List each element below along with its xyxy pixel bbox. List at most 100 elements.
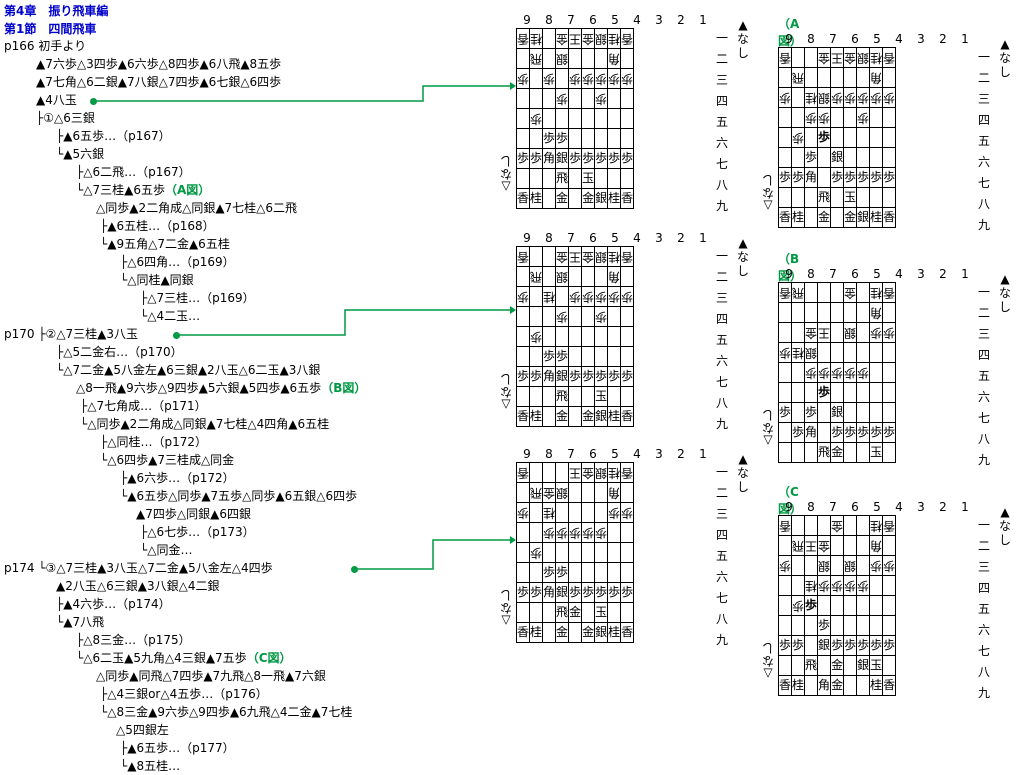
board-square: 香 [515,246,531,267]
shogi-piece: 桂 [530,409,543,423]
board-square: 桂 [607,28,622,49]
tree-line: └△同金… [140,542,192,558]
shogi-piece: 桂 [870,51,883,65]
board-square [515,266,531,287]
board-square [581,108,596,129]
rank-number: 一 [978,50,991,64]
board-square [555,542,570,563]
board-square [804,282,819,303]
board-square [555,286,570,307]
shogi-piece: 銀 [595,409,608,423]
board-square [791,382,806,403]
board-square [515,602,531,623]
board-square: 歩 [607,502,622,523]
board-square: 歩 [555,562,570,583]
shogi-piece: 金 [582,250,595,264]
shogi-piece: 銀 [595,191,608,205]
tree-move-text: └▲7八飛 [56,615,105,629]
tree-line: ├△4三銀or△4五歩…（p176） [100,686,268,702]
shogi-piece: 桂 [530,32,543,46]
diagram-ref-label: （A図） [164,183,211,197]
rank-number: 五 [978,602,991,616]
shogi-piece: 銀 [595,466,608,480]
file-number: 2 [939,500,947,514]
rank-number: 三 [978,560,991,574]
file-number: 6 [851,267,859,281]
board-square: 歩 [882,167,897,188]
file-number: 8 [545,447,553,461]
board-square: 金 [817,47,832,68]
board-square [529,128,544,149]
board-square [830,595,845,616]
shogi-piece: 角 [543,151,556,165]
board-square [607,562,622,583]
board-square: 桂 [791,207,806,228]
tree-move-text: ▲4八玉 [36,93,77,107]
shogi-piece: 金 [556,625,569,639]
shogi-piece: 歩 [818,385,831,399]
shogi-piece: 歩 [569,72,582,86]
tree-move-text: ├①△6三銀 [36,111,95,125]
board-square [620,386,635,407]
board-square: 飛 [791,67,806,88]
rank-number: 六 [978,623,991,637]
board-square [529,346,544,367]
board-square [594,542,609,563]
shogi-piece: 歩 [569,585,582,599]
sente-hand: ▲なし [736,452,749,494]
board-square [529,386,544,407]
file-number: 4 [633,231,641,245]
sente-hand: ▲なし [998,505,1011,547]
board-square: 歩 [830,635,845,656]
tree-line: ├△同桂…（p172） [100,434,207,450]
rank-number: 七 [716,157,729,171]
shogi-piece: 歩 [556,131,569,145]
board-square [843,342,858,363]
board-square: 歩 [620,502,635,523]
shogi-piece: 金 [831,658,844,672]
tree-line: ▲4八玉 [36,92,77,108]
shogi-piece: 銀 [595,625,608,639]
board-square: 角 [869,302,884,323]
rank-number: 一 [716,465,729,479]
file-number: 4 [633,447,641,461]
shogi-piece: 金 [556,32,569,46]
board-square [882,147,897,168]
shogi-piece: 歩 [857,111,870,125]
shogi-piece: 銀 [556,369,569,383]
board-square: 玉 [581,168,596,189]
board-square [542,266,557,287]
file-number: 1 [699,231,707,245]
file-number: 5 [611,447,619,461]
board-square: 歩 [594,148,609,169]
board-square [804,207,819,228]
shogi-piece: 香 [621,625,634,639]
tree-line: ▲7四歩△同銀▲6四銀 [136,506,251,522]
board-square [515,522,531,543]
shogi-piece: 歩 [883,559,896,573]
board-square: 角 [607,48,622,69]
board-square: 銀 [594,28,609,49]
board-square: 歩 [542,522,557,543]
shogi-piece: 歩 [517,151,530,165]
board-square: 香 [515,622,531,643]
board-square: 歩 [529,542,544,563]
tree-move-text: ├△6二飛…（p167） [76,165,191,179]
shogi-piece: 歩 [779,638,792,652]
board-square [529,246,544,267]
board-square [869,595,884,616]
board-square: 桂 [869,207,884,228]
tree-line: ▲7七角△6二銀▲7八銀△7四歩▲6七銀△6四歩 [36,74,281,90]
shogi-piece: 歩 [595,151,608,165]
file-number: 6 [589,231,597,245]
board-square: 歩 [882,87,897,108]
diagram-title: （A図） [778,17,803,48]
board-square: 角 [542,366,557,387]
board-square [830,322,845,343]
board-square [777,127,793,148]
rank-numbers: 一二三四五六七八九 [716,246,728,435]
shogi-piece: 歩 [543,526,556,540]
tree-line: ▲2八玉△6三銀▲3八銀△4二銀 [56,578,219,594]
file-number: 4 [895,267,903,281]
board-square [777,147,793,168]
